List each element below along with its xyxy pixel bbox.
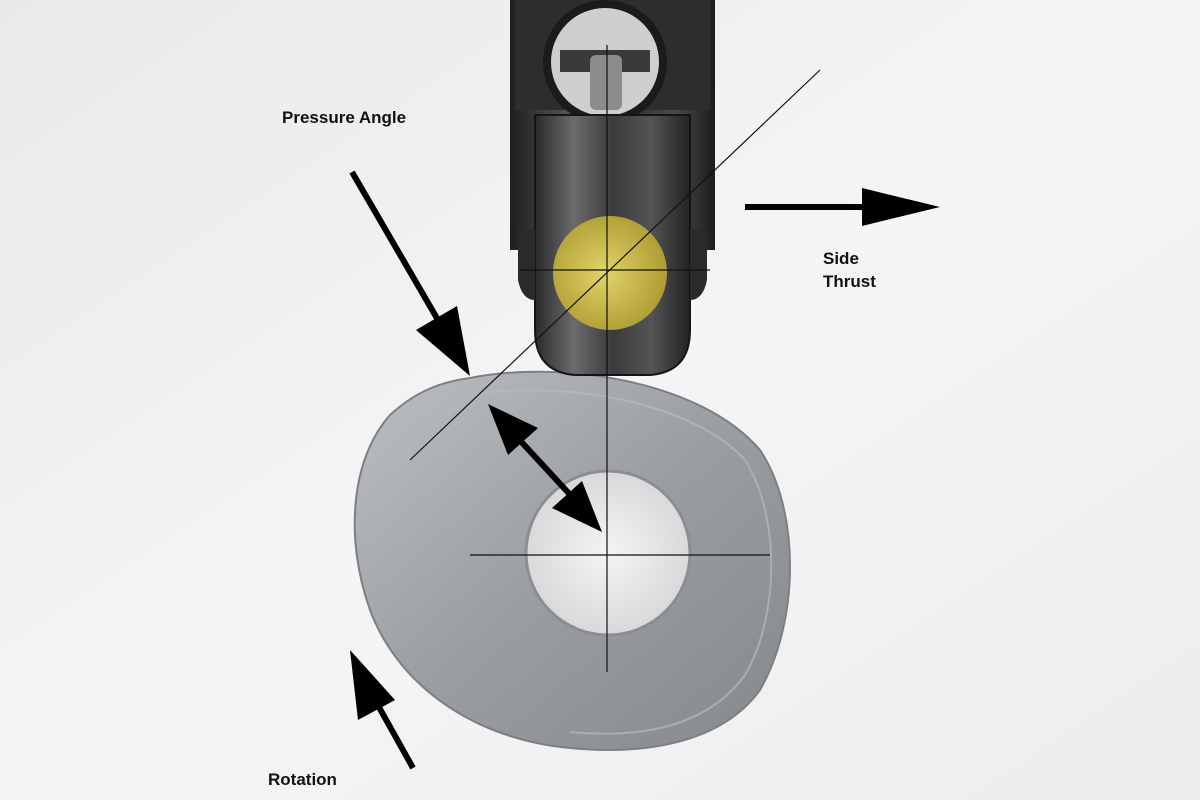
rotation-label: Rotation: [268, 770, 337, 789]
side-thrust-label-line1: Side: [823, 249, 859, 268]
pressure-angle-arrow: [349, 170, 470, 376]
pressure-angle-label: Pressure Angle: [282, 108, 407, 127]
cam: [353, 370, 791, 751]
side-thrust-label-line2: Thrust: [823, 272, 876, 291]
reference-lines: [409, 45, 821, 672]
pressure-angle-line: [409, 69, 821, 461]
roller-follower: [510, 0, 715, 376]
rotation-arrow: [350, 650, 416, 770]
brass-pin: [553, 216, 667, 330]
side-thrust-arrow: [745, 188, 940, 226]
contact-force-double-arrow: [488, 404, 602, 532]
cam-bore: [524, 469, 692, 637]
